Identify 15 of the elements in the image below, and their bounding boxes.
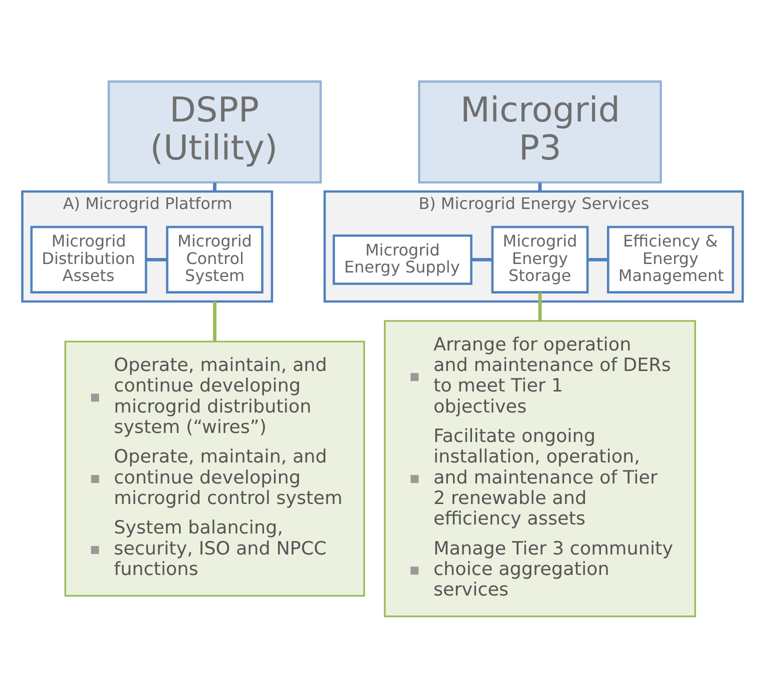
connector: [146, 258, 168, 262]
connector: [538, 292, 542, 321]
connector: [213, 182, 216, 192]
node-box: DSPP (Utility): [108, 80, 322, 184]
node-box: Microgrid P3: [418, 80, 662, 184]
node-box: Efficiency & Energy Management: [606, 226, 734, 294]
node-box: Arrange for operation and maintenance of DERs to meet Tier 1 objectives Facilitate ongoing installation, operation, and maintenance of Tier 2 renewable and efficiency assets Manage Tier 3 community choice aggregation services: [384, 320, 696, 618]
node-box: Operate, maintain, and continue developing microgrid distribution system (“wires”) Operate, maintain, and continue developing microgrid control system System balancing, security, ISO and NPCC functions: [64, 340, 366, 597]
connector: [471, 258, 492, 262]
node-box: Microgrid Energy Storage: [491, 226, 589, 294]
node-box: Microgrid Energy Supply: [332, 234, 472, 285]
connector: [213, 301, 216, 342]
node-box: Microgrid Distribution Assets: [30, 226, 148, 294]
connector: [588, 258, 608, 262]
node-box: Microgrid Control System: [166, 226, 264, 294]
